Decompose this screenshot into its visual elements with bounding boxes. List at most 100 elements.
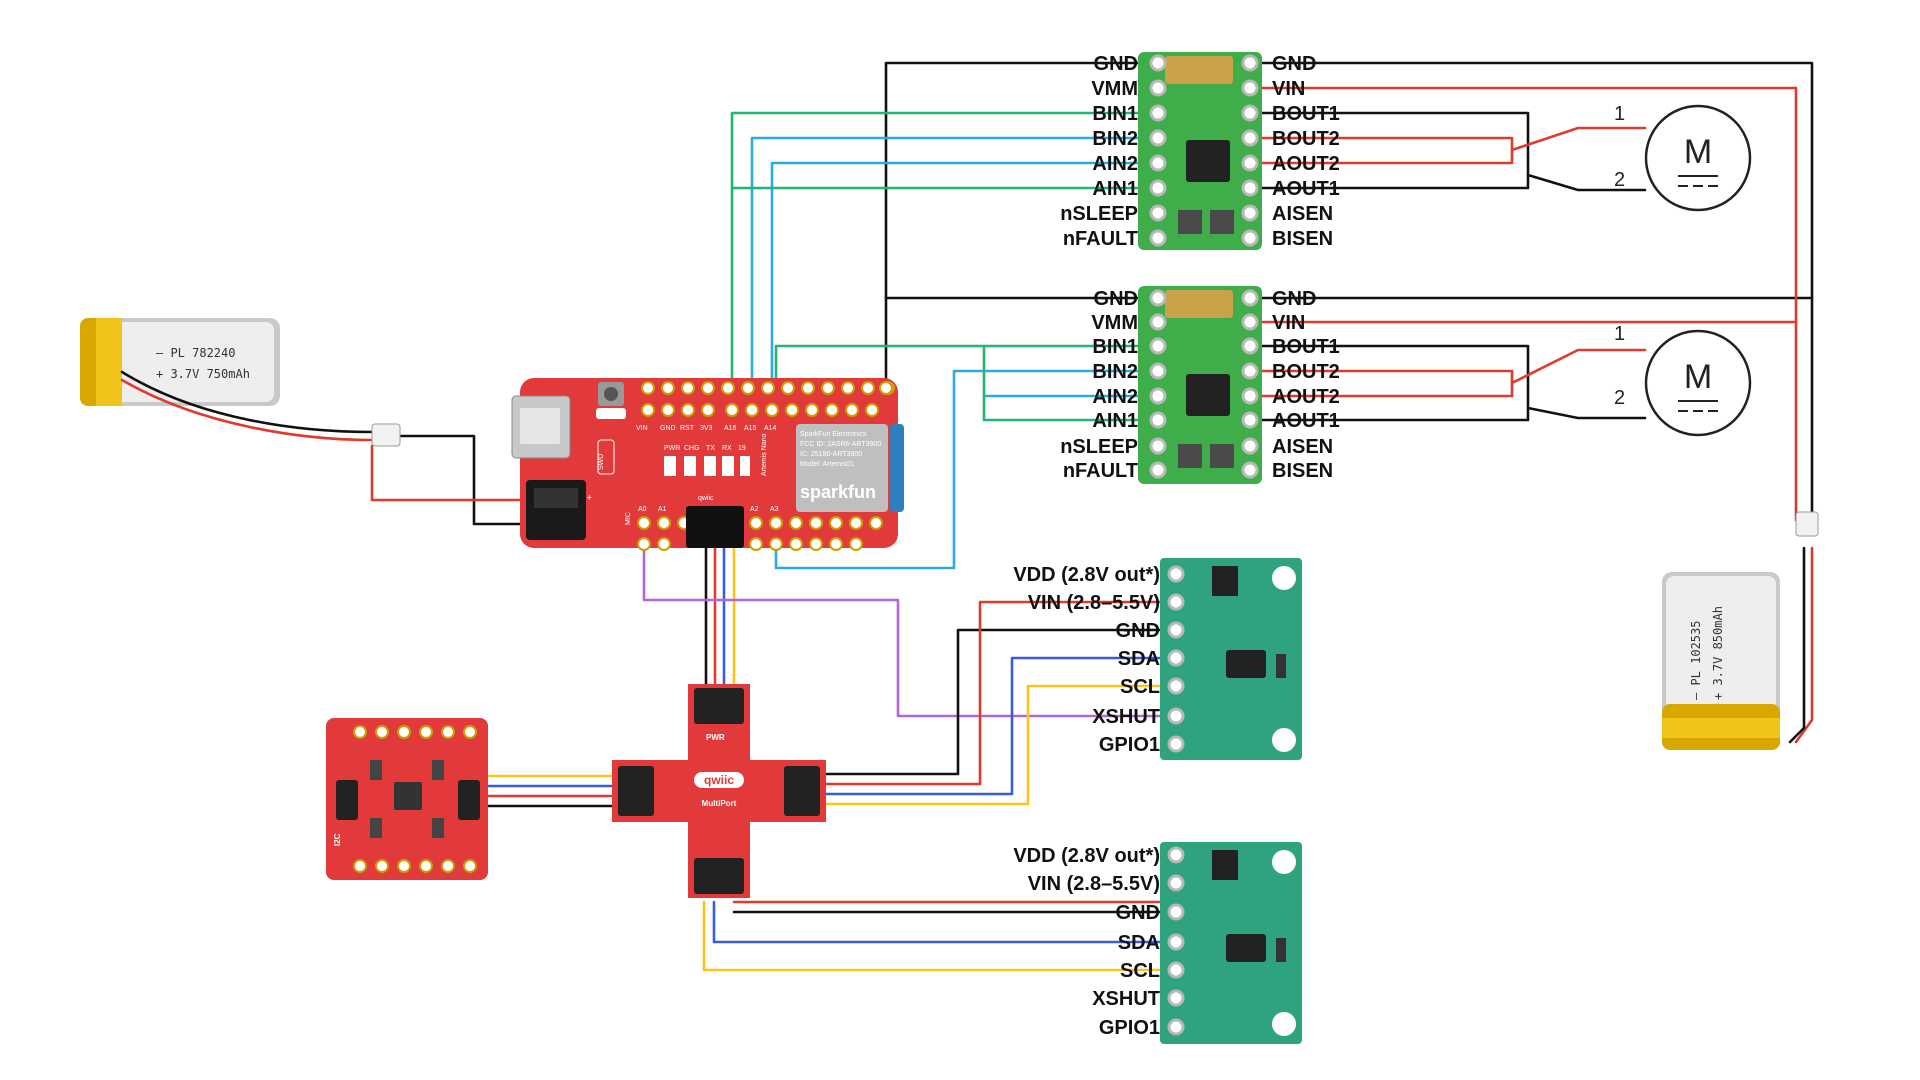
label-rx: RX	[722, 445, 732, 452]
md2-right-pin-7: BISEN	[1272, 460, 1333, 482]
wire-bin2-md1	[750, 136, 1160, 414]
imu-top-holes	[353, 725, 477, 739]
md2-left-pin-0: GND	[1094, 288, 1138, 310]
md2-right-pin-0: GND	[1272, 288, 1316, 310]
top-pin-row	[641, 381, 895, 417]
imu-left-connector	[336, 780, 358, 820]
wire-batt2-black	[1788, 546, 1806, 744]
pin-label-a16: A16	[724, 425, 737, 432]
motor-driver-1: GND VMM BIN1 BIN2 AIN2 AIN1 nSLEEP nFAUL…	[1060, 52, 1340, 250]
md2-left-pin-7: nFAULT	[1063, 460, 1138, 482]
battery-2-line1: – PL 102535	[1689, 621, 1703, 700]
wire-motor2-lead1	[1510, 348, 1647, 385]
module-line-2: FCC ID: 2ASR6-ART3900	[800, 441, 881, 448]
label-swd: SWD	[598, 454, 605, 470]
s2-pin-5: XSHUT	[1092, 988, 1160, 1010]
pin-label-3v3: 3V3	[700, 425, 713, 432]
antenna	[890, 424, 904, 512]
imu-i2c-label: I2C	[333, 833, 342, 846]
pin-label-vin: VIN	[636, 425, 648, 432]
wire-bout1-md1	[1260, 111, 1530, 190]
wire-bin1-md1	[730, 111, 1160, 414]
s1-pin-6: GPIO1	[1099, 734, 1160, 756]
motor-1-pin-a: 1	[1614, 103, 1625, 125]
motor-2-pin-a: 1	[1614, 323, 1625, 345]
md1-right-pin-4: AOUT2	[1272, 153, 1340, 175]
md2-left-holes	[1149, 289, 1167, 479]
md1-right-pin-3: BOUT2	[1272, 128, 1340, 150]
s1-holes	[1167, 565, 1185, 753]
multiport-right-connector	[784, 766, 820, 816]
md2-left-pin-5: AIN1	[1092, 410, 1138, 432]
motor-1-symbol	[1644, 104, 1752, 212]
wire-gnd-rail-right	[1260, 61, 1814, 522]
md2-right-pin-1: VIN	[1272, 312, 1305, 334]
md2-right-holes	[1241, 289, 1259, 479]
md1-right-pin-0: GND	[1272, 53, 1316, 75]
s2-pin-3: SDA	[1118, 932, 1160, 954]
battery-2-connector	[1795, 511, 1819, 537]
md2-left-pin-3: BIN2	[1092, 361, 1138, 383]
md2-right-pin-6: AISEN	[1272, 436, 1333, 458]
wire-motor1-lead2	[1526, 173, 1647, 192]
wire-vin-rail-right	[1260, 86, 1798, 522]
s1-pin-0: VDD (2.8V out*)	[1013, 564, 1160, 586]
md1-left-pin-7: nFAULT	[1063, 228, 1138, 250]
sparkfun-logo: sparkfun	[800, 482, 876, 502]
label-qwiic: qwiic	[698, 495, 714, 502]
md2-right-pin-5: AOUT1	[1272, 410, 1340, 432]
md2-right-pin-4: AOUT2	[1272, 386, 1340, 408]
md1-right-pin-7: BISEN	[1272, 228, 1333, 250]
s2-pin-2: GND	[1116, 902, 1160, 924]
multiport-top-connector	[694, 688, 744, 724]
md2-right-pin-3: BOUT2	[1272, 361, 1340, 383]
s2-pin-0: VDD (2.8V out*)	[1013, 845, 1160, 867]
motor-1-pin-b: 2	[1614, 169, 1625, 191]
wires	[370, 61, 1814, 972]
md1-left-pin-4: AIN2	[1092, 153, 1138, 175]
module-line-1: SparkFun Electronics	[800, 431, 867, 438]
pin-label-gnd: GND	[660, 425, 676, 432]
multiport-pwr-label: PWR	[706, 733, 725, 742]
md2-left-pin-2: BIN1	[1092, 336, 1138, 358]
multiport-bottom-connector	[694, 858, 744, 894]
imu-bottom-holes	[353, 859, 477, 873]
pin-label-a2: A2	[750, 506, 759, 513]
pin-label-rst: RST	[680, 425, 695, 432]
md1-right-pin-6: AISEN	[1272, 203, 1333, 225]
battery-1-connector	[371, 423, 401, 447]
pin-label-a15: A15	[744, 425, 757, 432]
imu-chip	[394, 782, 422, 810]
s1-pin-5: XSHUT	[1092, 706, 1160, 728]
wire-bin2-md2	[774, 369, 1160, 570]
multiport-qwiic-logo: qwiic	[704, 773, 734, 787]
md1-left-pin-1: VMM	[1091, 78, 1138, 100]
md2-left-pin-6: nSLEEP	[1060, 436, 1138, 458]
module-line-4: Model: Artemis01	[800, 461, 854, 468]
s2-pin-6: GPIO1	[1099, 1017, 1160, 1039]
wire-batt1-red	[370, 444, 542, 502]
battery-1-line2: + 3.7V 750mAh	[156, 367, 250, 381]
imu-right-connector	[458, 780, 480, 820]
battery-750mah: – PL 782240 + 3.7V 750mAh	[80, 318, 401, 447]
wire-bout1-md2	[1260, 344, 1530, 422]
s2-holes	[1167, 846, 1185, 1036]
md1-left-pin-3: BIN2	[1092, 128, 1138, 150]
imu-breakout-board: I2C	[326, 718, 488, 880]
battery-2-line2: + 3.7V 850mAh	[1711, 606, 1725, 700]
md1-left-pin-0: GND	[1094, 53, 1138, 75]
md2-left-pin-1: VMM	[1091, 312, 1138, 334]
label-artemis-nano: Artemis Nano	[761, 433, 768, 476]
md2-left-pin-4: AIN2	[1092, 386, 1138, 408]
reset-label: RST	[601, 412, 616, 419]
module-line-3: IC: 25180-ART3900	[800, 451, 862, 458]
label-pwr: PWR	[664, 445, 680, 452]
s1-pin-1: VIN (2.8–5.5V)	[1028, 592, 1160, 614]
pin-label-a0: A0	[638, 506, 647, 513]
label-chg: CHG	[684, 445, 700, 452]
wire-batt1-black	[390, 434, 542, 526]
mcu-qwiic-connector	[686, 506, 744, 548]
md1-left-pin-2: BIN1	[1092, 103, 1138, 125]
motor-driver-2: GND VMM BIN1 BIN2 AIN2 AIN1 nSLEEP nFAUL…	[1060, 286, 1340, 484]
md2-right-pin-2: BOUT1	[1272, 336, 1340, 358]
